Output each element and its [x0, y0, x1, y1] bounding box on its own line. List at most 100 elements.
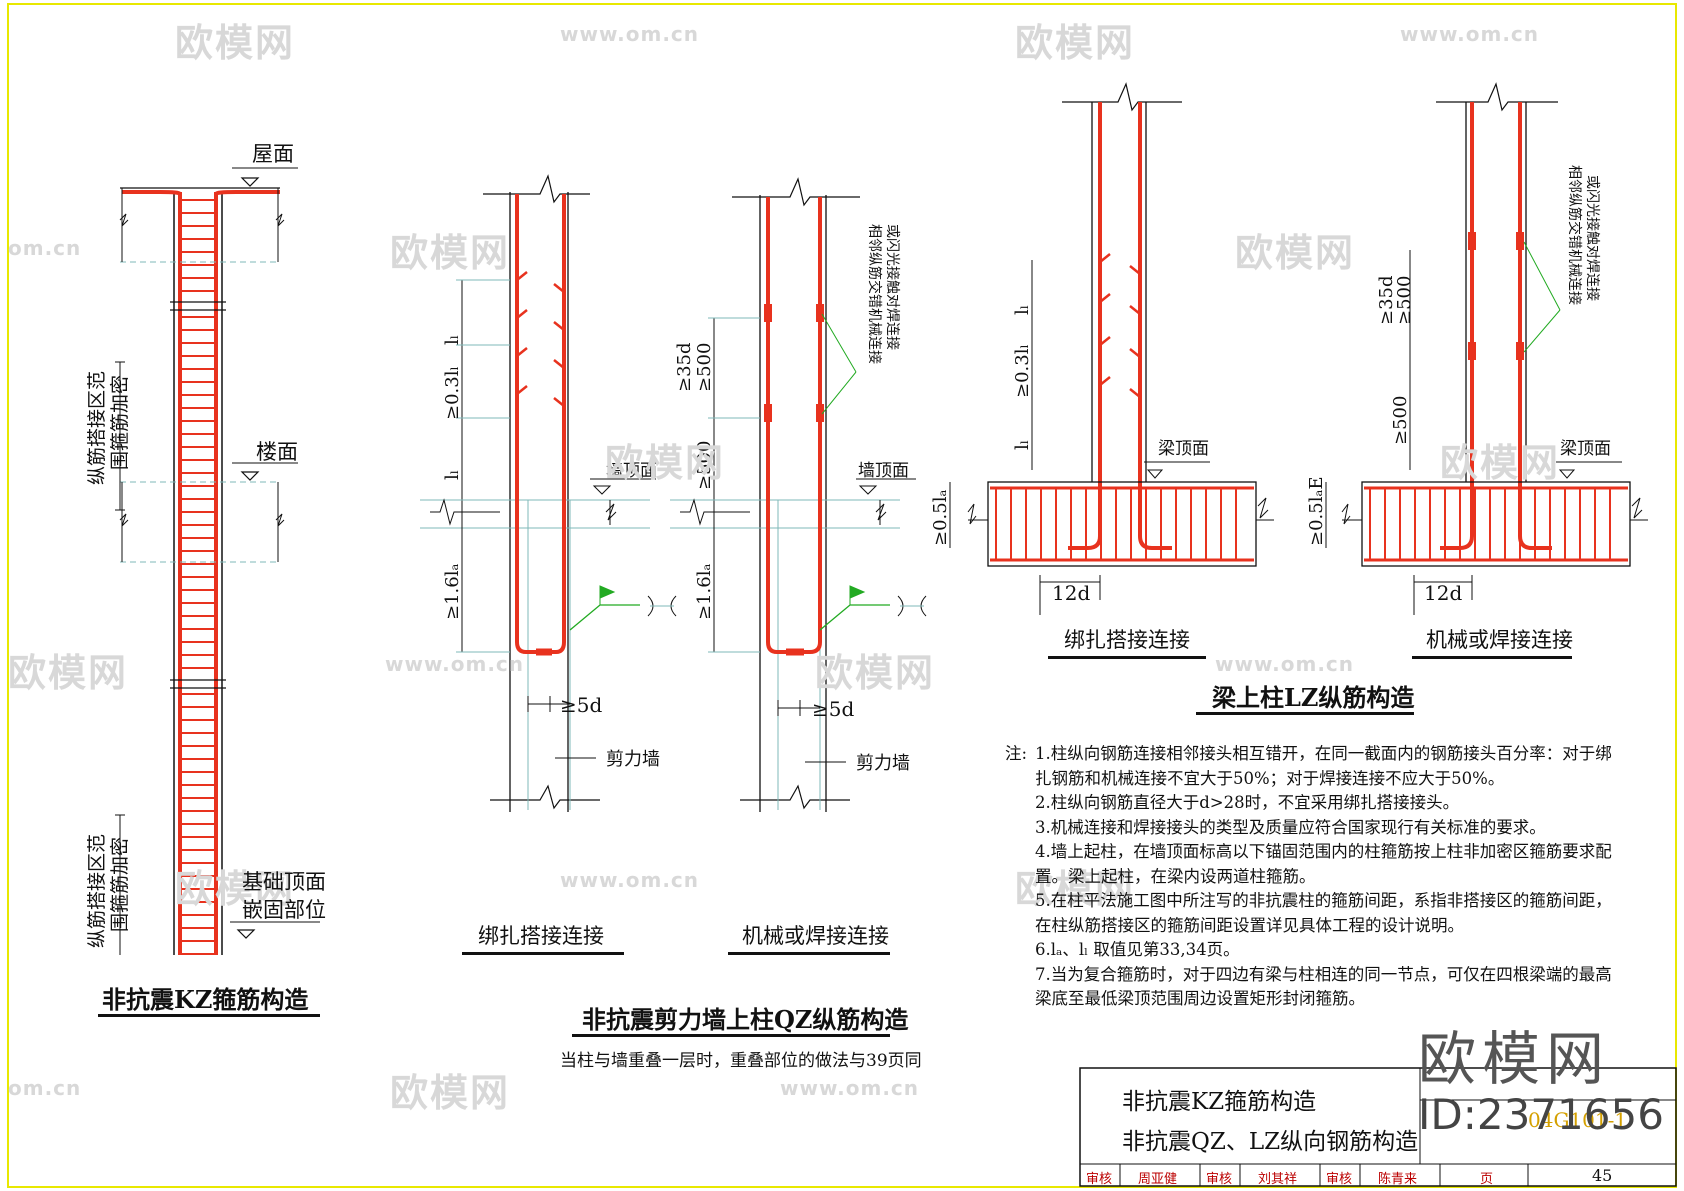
note-text: 柱纵向钢筋连接相邻接头相互错开，在同一截面内的钢筋接头百分率：对于绑扎钢筋和机械… — [1035, 744, 1612, 788]
page-label: 页 — [1480, 1172, 1494, 1187]
foundation-top-label: 基础顶面 — [242, 870, 326, 894]
kz-lap-zone-label-a2: 纵筋搭接区范 — [86, 834, 108, 948]
rebar-hook — [516, 385, 565, 407]
brand-watermark: 欧模网 — [1418, 1025, 1611, 1093]
qz-ll-label: lₗ — [442, 335, 463, 345]
lz-mech-05lab-label: ≥0.5lₐE — [1306, 476, 1327, 546]
floor-label: 楼面 — [256, 440, 298, 464]
rebar-hook — [1099, 253, 1141, 275]
page-number: 45 — [1592, 1166, 1613, 1185]
note-number: 7. — [1035, 964, 1051, 984]
qz-bind-diagram — [420, 174, 677, 812]
qz-ll-label2: lₗ — [442, 470, 463, 480]
title-block-title-1: 非抗震KZ箍筋构造 — [1122, 1089, 1317, 1115]
designer-name: 陈青来 — [1378, 1172, 1418, 1187]
lz-bind-caption: 绑扎搭接连接 — [1064, 628, 1190, 652]
lz-mech-stagger-b: 或闪光接触对焊连接 — [1584, 175, 1601, 301]
rebar-hook — [1099, 376, 1141, 398]
qz-bind-caption: 绑扎搭接连接 — [478, 924, 604, 948]
rebar-hook — [516, 271, 565, 293]
note-text: 在柱平法施工图中所注写的非抗震柱的箍筋间距，系指非搭接区的箍筋间距，在柱纵筋搭接… — [1035, 891, 1612, 935]
lz-12d-label: 12d — [1052, 581, 1090, 605]
sheet-border — [7, 3, 1677, 1188]
qz-caption-note: 当柱与墙重叠一层时，重叠部位的做法与39页同 — [560, 1051, 922, 1071]
lz-beam-top-label: 梁顶面 — [1158, 439, 1209, 459]
qz-caption-underline — [572, 1034, 890, 1037]
note-text: 柱纵向钢筋直径大于d>28时，不宜采用绑扎搭接接头。 — [1050, 793, 1460, 812]
qz-mech-stagger-a: 相邻纵筋交错机械连接 — [866, 224, 883, 364]
atlas-number: 04G101-1 — [1528, 1108, 1628, 1132]
qz-caption: 非抗震剪力墙上柱QZ纵筋构造 — [582, 1005, 909, 1034]
lz-caption-underline — [1196, 712, 1414, 715]
note-text: lₐ、lₗ 取值见第33,34页。 — [1050, 940, 1240, 959]
note-number: 2. — [1035, 793, 1051, 812]
lz-mech-underline — [1412, 656, 1572, 659]
lz-mech-500-label: ≥500 — [1394, 276, 1415, 325]
rebar-hook — [1099, 336, 1141, 358]
note-item: 2.柱纵向钢筋直径大于d>28时，不宜采用绑扎搭接接头。 — [1005, 791, 1615, 816]
rebar-hook — [516, 347, 565, 369]
lz-ll-label2: lₗ — [1012, 440, 1033, 450]
design-notes: 注: 1.柱纵向钢筋连接相邻接头相互错开，在同一截面内的钢筋接头百分率：对于绑扎… — [1005, 742, 1615, 1012]
qz-16la-label: ≥1.6lₐ — [442, 564, 463, 620]
qz-mech-caption: 机械或焊接连接 — [742, 924, 889, 948]
note-item: 6.lₐ、lₗ 取值见第33,34页。 — [1005, 938, 1615, 963]
note-text: 机械连接和焊接接头的类型及质量应符合国家现行有关标准的要求。 — [1050, 817, 1546, 837]
qz-mech-500b-label: ≥500 — [694, 441, 715, 490]
lz-mech-beam-top-label: 梁顶面 — [1560, 439, 1611, 459]
qz-shear-wall-label: 剪力墙 — [606, 749, 660, 770]
qz-mech-35d-label: ≥35d — [674, 342, 695, 392]
qz-mech-5d-label: ≥5d — [812, 697, 854, 721]
rebar-hook — [516, 309, 565, 331]
rebar-hook — [1099, 293, 1141, 315]
notes-prefix: 注: — [1005, 744, 1028, 763]
note-number: 5. — [1035, 891, 1051, 910]
note-text: 墙上起柱，在墙顶面标高以下锚固范围内的柱箍筋按上柱非加密区箍筋要求配置。梁上起柱… — [1035, 842, 1612, 886]
qz-mech-16la-label: ≥1.6lₐ — [694, 564, 715, 620]
notes-header: 注: 1.柱纵向钢筋连接相邻接头相互错开，在同一截面内的钢筋接头百分率：对于绑扎… — [1005, 742, 1615, 791]
lz-caption: 梁上柱LZ纵筋构造 — [1212, 683, 1415, 712]
qz-mech-500-label: ≥500 — [694, 343, 715, 392]
lz-mech-12d-label: 12d — [1424, 581, 1462, 605]
checker-name: 刘其祥 — [1258, 1172, 1298, 1187]
lz-03ll-label: ≥0.3lₗ — [1012, 344, 1033, 398]
roof-label: 屋面 — [252, 142, 294, 166]
reviewer-name: 周亚健 — [1138, 1172, 1178, 1187]
note-number: 4. — [1035, 842, 1051, 861]
kz-column-diagram — [115, 167, 320, 955]
note-item: 5.在柱平法施工图中所注写的非抗震柱的箍筋间距，系指非搭接区的箍筋间距，在柱纵筋… — [1005, 889, 1615, 938]
kz-lap-zone-label-a: 纵筋搭接区范 — [86, 371, 108, 485]
kz-lap-zone-label-b: 围箍筋加密 — [109, 375, 131, 470]
title-block — [1079, 1067, 1677, 1187]
kz-lap-zone-label-b2: 围箍筋加密 — [109, 837, 131, 932]
design-label: 审核 — [1326, 1172, 1353, 1187]
note-text: 当为复合箍筋时，对于四边有梁与柱相连的同一节点，可仅在四根梁端的最高梁底至最低梁… — [1035, 964, 1612, 1009]
review-label: 审核 — [1086, 1172, 1113, 1187]
note-number: 1. — [1035, 744, 1051, 763]
lz-05la-label: ≥0.5lₐ — [930, 490, 951, 546]
lz-bind-diagram — [949, 82, 1274, 615]
lz-mech-35d-label: ≥35d — [1376, 275, 1397, 325]
lz-mech-500b-label: ≥500 — [1390, 396, 1411, 445]
lz-mech-diagram — [1325, 82, 1648, 615]
qz-mech-stagger-b: 或闪光接触对焊连接 — [884, 224, 901, 350]
qz-wall-top-label: 墙顶面 — [606, 461, 657, 481]
check-label: 审核 — [1206, 1172, 1233, 1187]
note-item: 4.墙上起柱，在墙顶面标高以下锚固范围内的柱箍筋按上柱非加密区箍筋要求配置。梁上… — [1005, 840, 1615, 889]
kz-caption: 非抗震KZ箍筋构造 — [102, 985, 309, 1014]
lz-ll-label: lₗ — [1012, 305, 1033, 315]
qz-bind-underline — [462, 952, 624, 955]
qz-mech-diagram — [670, 177, 927, 812]
note-number: 6. — [1035, 940, 1051, 959]
note-number: 3. — [1035, 817, 1051, 837]
qz-mech-underline — [728, 952, 890, 955]
brand-id-watermark: ID:2371656 — [1418, 1090, 1664, 1139]
title-block-title-2: 非抗震QZ、LZ纵向钢筋构造 — [1122, 1129, 1419, 1155]
qz-03ll-label: ≥0.3lₗ — [442, 366, 463, 420]
qz-mech-shear-wall-label: 剪力墙 — [856, 753, 910, 774]
note-item: 7.当为复合箍筋时，对于四边有梁与柱相连的同一节点，可仅在四根梁端的最高梁底至最… — [1005, 963, 1615, 1012]
lz-bind-underline — [1048, 656, 1206, 659]
qz-mech-wall-top-label: 墙顶面 — [858, 461, 909, 481]
qz-5d-label: ≥5d — [560, 693, 602, 717]
